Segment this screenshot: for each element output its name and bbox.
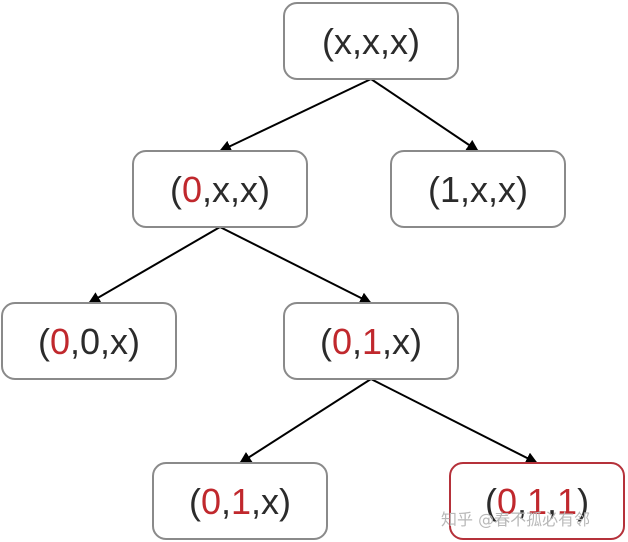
node-label: (0,1,x)	[320, 321, 422, 362]
node-box	[390, 150, 566, 228]
node-box	[152, 462, 328, 540]
highlighted-digit: 1	[527, 481, 547, 522]
label-part: )	[408, 21, 420, 62]
edge-n01x-to-n01x_b	[239, 378, 372, 464]
node-label: (x,x,x)	[322, 21, 420, 62]
highlighted-digit: 0	[50, 321, 70, 362]
label-part: (	[38, 321, 50, 362]
edge-n0xx-to-n00x	[88, 226, 221, 304]
label-part: )	[577, 481, 589, 522]
tree-node-n01x: (0,1,x)	[283, 302, 459, 380]
highlighted-digit: 0	[201, 481, 221, 522]
label-part: (	[189, 481, 201, 522]
node-label: (0,1,x)	[189, 481, 291, 522]
label-part: (1,x,x)	[428, 169, 528, 210]
node-label: (0,x,x)	[170, 169, 270, 210]
label-part: (	[320, 321, 332, 362]
highlighted-digit: 0	[182, 169, 202, 210]
label-part: ,	[517, 481, 527, 522]
edge-root-to-n0xx	[219, 78, 372, 152]
label-part: ,x)	[382, 321, 422, 362]
tree-node-root: (x,x,x)	[283, 2, 459, 80]
watermark-text: 知乎 @春不孤必有邻	[441, 510, 591, 529]
node-box	[449, 462, 625, 540]
label-part: (	[170, 169, 182, 210]
label-part: ,	[547, 481, 557, 522]
node-label: (1,x,x)	[428, 169, 528, 210]
label-part: (	[485, 481, 497, 522]
highlighted-digit: 0	[497, 481, 517, 522]
label-part: ,	[352, 321, 362, 362]
highlighted-digit: 1	[557, 481, 577, 522]
highlighted-digit: 0	[332, 321, 352, 362]
label-part: ,x,x)	[202, 169, 270, 210]
node-label: (0,0,x)	[38, 321, 140, 362]
tree-node-n1xx: (1,x,x)	[390, 150, 566, 228]
label-part: x,x,x	[334, 21, 408, 62]
highlighted-digit: 1	[231, 481, 251, 522]
edge-n01x-to-n011	[370, 378, 538, 464]
tree-node-n011: (0,1,1)	[449, 462, 625, 540]
label-part: ,	[221, 481, 231, 522]
tree-node-n00x: (0,0,x)	[1, 302, 177, 380]
highlighted-digit: 1	[362, 321, 382, 362]
tree-node-n0xx: (0,x,x)	[132, 150, 308, 228]
label-part: ,0,x)	[70, 321, 140, 362]
tree-node-n01x_b: (0,1,x)	[152, 462, 328, 540]
edges-layer	[88, 78, 538, 464]
node-box	[283, 302, 459, 380]
edge-root-to-n1xx	[370, 78, 479, 152]
label-part: (	[322, 21, 334, 62]
node-box	[283, 2, 459, 80]
label-part: ,x)	[251, 481, 291, 522]
node-box	[1, 302, 177, 380]
node-label: (0,1,1)	[485, 481, 589, 522]
edge-n0xx-to-n01x	[219, 226, 372, 304]
node-box	[132, 150, 308, 228]
